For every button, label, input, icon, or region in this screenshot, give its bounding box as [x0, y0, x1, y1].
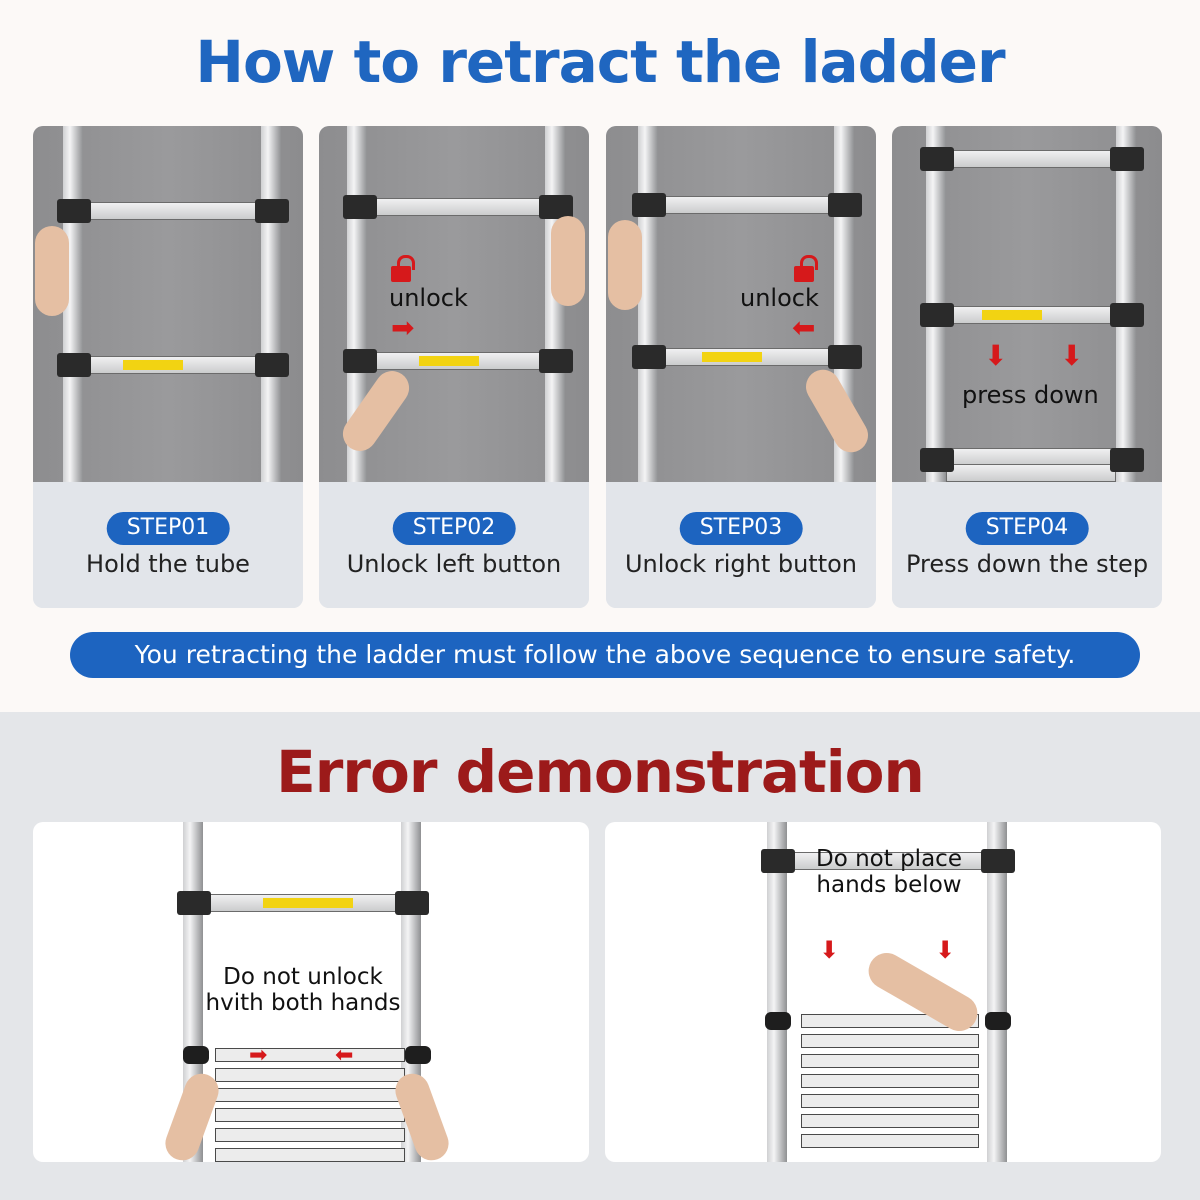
unlock-icon	[391, 255, 415, 282]
error-text-1-line1: Do not unlock	[223, 964, 383, 990]
step-photo-2: unlock ➡	[319, 126, 589, 482]
arrow-down-icon: ⬇	[819, 936, 840, 964]
step-footer-3: STEP03 Unlock right button	[606, 482, 876, 608]
step-photo-3: unlock ⬅	[606, 126, 876, 482]
step-card-2: unlock ➡ STEP02 Unlock left button	[319, 126, 589, 608]
step-footer-4: STEP04 Press down the step	[892, 482, 1162, 608]
step4-press-text: press down	[962, 381, 1099, 409]
safety-note: You retracting the ladder must follow th…	[70, 632, 1140, 678]
step-badge-1: STEP01	[106, 512, 230, 545]
error-text-2-line1: Do not place	[816, 846, 962, 872]
error-text-2: Do not place hands below	[759, 846, 1019, 898]
arrow-down-icon: ⬇	[1060, 339, 1084, 372]
arrow-down-icon: ⬇	[984, 339, 1008, 372]
step-footer-2: STEP02 Unlock left button	[319, 482, 589, 608]
step-photo-4: ⬇ ⬇ press down	[892, 126, 1162, 482]
step2-unlock-text: unlock	[389, 284, 468, 312]
error-text-2-line2: hands below	[816, 872, 962, 898]
step-label-2: Unlock left button	[346, 550, 562, 578]
error-card-1: ➡ ⬅ Do not unlock hvith both hands	[33, 822, 589, 1162]
step-card-3: unlock ⬅ STEP03 Unlock right button	[606, 126, 876, 608]
step-label-4: Press down the step	[905, 550, 1149, 578]
step-photo-1	[33, 126, 303, 482]
arrow-down-icon: ⬇	[935, 936, 956, 964]
arrow-right-icon: ➡	[249, 1043, 268, 1068]
error-text-1-line2: hvith both hands	[205, 990, 401, 1016]
step-badge-2: STEP02	[392, 512, 516, 545]
page-title: How to retract the ladder	[195, 28, 1005, 96]
step3-unlock-text: unlock	[740, 284, 819, 312]
step-card-4: ⬇ ⬇ press down STEP04 Press down the ste…	[892, 126, 1162, 608]
step-label-1: Hold the tube	[86, 550, 250, 578]
step-label-3: Unlock right button	[624, 550, 858, 578]
arrow-right-icon: ➡	[391, 311, 415, 344]
error-text-1: Do not unlock hvith both hands	[173, 964, 433, 1016]
step-card-1: STEP01 Hold the tube	[33, 126, 303, 608]
arrow-left-icon: ⬅	[335, 1043, 354, 1068]
error-card-2: ⬇ ⬇ Do not place hands below	[605, 822, 1161, 1162]
step-footer-1: STEP01 Hold the tube	[33, 482, 303, 608]
error-title: Error demonstration	[276, 738, 925, 806]
arrow-left-icon: ⬅	[792, 311, 816, 344]
step-badge-4: STEP04	[965, 512, 1089, 545]
unlock-icon	[794, 255, 818, 282]
step-badge-3: STEP03	[679, 512, 803, 545]
